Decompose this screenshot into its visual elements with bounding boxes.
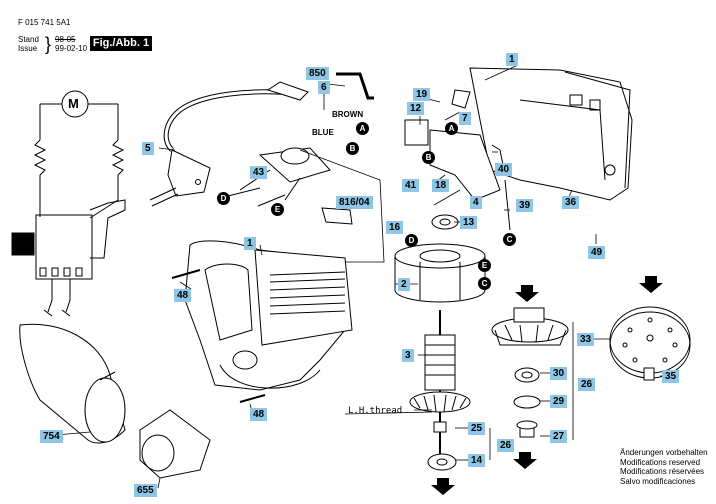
note-es: Salvo modificaciones (620, 476, 696, 486)
connector-d-stator: D (405, 234, 418, 247)
part-callout-754[interactable]: 754 (40, 430, 63, 443)
part-callout-5[interactable]: 5 (142, 142, 154, 155)
part-callout-19[interactable]: 19 (413, 88, 431, 101)
part-callout-36[interactable]: 36 (562, 196, 580, 209)
fan-assembly (491, 307, 569, 438)
part-callout-48-upper[interactable]: 48 (174, 289, 192, 302)
part-callout-4[interactable]: 4 (470, 196, 482, 209)
part-callout-39[interactable]: 39 (516, 199, 534, 212)
modification-notes: Änderungen vorbehalten Modifications res… (620, 448, 708, 486)
part-callout-18[interactable]: 18 (432, 179, 450, 192)
part-callout-25[interactable]: 25 (468, 422, 486, 435)
switch-trigger (89, 199, 126, 259)
stand-label: Stand (18, 35, 39, 44)
dust-adapter (139, 409, 211, 479)
part-callout-30[interactable]: 30 (550, 367, 568, 380)
field-coil-left (33, 139, 47, 176)
wire-brown-label: BROWN (332, 110, 364, 119)
part-callout-3[interactable]: 3 (402, 349, 414, 362)
left-hand-thread-note: L.H.thread (348, 406, 403, 416)
part-callout-1-top[interactable]: 1 (506, 53, 518, 66)
part-callout-14[interactable]: 14 (468, 454, 486, 467)
pad-screw (643, 367, 655, 381)
armature (409, 310, 471, 470)
fan-wheel (409, 391, 471, 413)
part-callout-26-bottom[interactable]: 26 (497, 439, 515, 452)
stator (394, 243, 486, 303)
capacitor (321, 207, 353, 225)
connector-b-switch: B (422, 151, 435, 164)
part-callout-26-right[interactable]: 26 (578, 378, 596, 391)
stand-value: 98-05 (55, 35, 76, 44)
part-callout-1-left[interactable]: 1 (244, 237, 256, 250)
connector-a-top: A (356, 122, 369, 135)
part-callout-33[interactable]: 33 (577, 333, 595, 346)
part-callout-16[interactable]: 16 (386, 221, 404, 234)
part-callout-27[interactable]: 27 (550, 430, 568, 443)
cord-clamp-assembly (227, 147, 385, 263)
wire-blue-label: BLUE (312, 128, 334, 137)
connector-e-stator: E (478, 259, 491, 272)
bearing-bottom (427, 453, 457, 471)
connector-d-cord: D (217, 192, 230, 205)
part-callout-6[interactable]: 6 (318, 81, 330, 94)
housing-left (184, 240, 353, 391)
part-callout-816-04[interactable]: 816/04 (336, 196, 373, 209)
sanding-pad (609, 306, 691, 379)
part-callout-48-lower[interactable]: 48 (250, 408, 268, 421)
part-callout-850[interactable]: 850 (306, 67, 329, 80)
wiring-schematic (11, 90, 126, 317)
power-cord (149, 81, 309, 207)
motor-letter: M (68, 96, 79, 111)
dust-bag (19, 323, 126, 444)
hex-key (336, 72, 374, 100)
note-de: Änderungen vorbehalten (620, 448, 708, 457)
note-en: Modifications reserved (620, 457, 701, 467)
part-callout-12[interactable]: 12 (407, 102, 425, 115)
part-callout-49[interactable]: 49 (588, 246, 606, 259)
issue-label: Issue (18, 44, 38, 53)
connector-b-top: B (346, 142, 359, 155)
part-callout-35[interactable]: 35 (662, 370, 680, 383)
issue-value: 99-02-10 (55, 44, 88, 53)
switch-assembly (404, 89, 511, 231)
note-fr: Modifications réservées (620, 467, 705, 476)
part-callout-29[interactable]: 29 (550, 395, 568, 408)
brace-symbol: } (45, 34, 52, 54)
part-callout-40[interactable]: 40 (495, 163, 513, 176)
direction-arrows (431, 276, 663, 495)
part-callout-2[interactable]: 2 (398, 278, 410, 291)
connector-e-cord: E (271, 203, 284, 216)
connector-c-switch: C (503, 233, 516, 246)
part-callout-7[interactable]: 7 (459, 112, 471, 125)
figure-label: Fig./Abb. 1 (90, 36, 152, 51)
connector-a-switch: A (445, 122, 458, 135)
doc-number: F 015 741 5A1 (18, 18, 71, 27)
field-coil-right (111, 139, 125, 176)
part-callout-13[interactable]: 13 (460, 216, 478, 229)
part-callout-655[interactable]: 655 (134, 484, 157, 497)
part-callout-41[interactable]: 41 (402, 179, 420, 192)
connector-c-stator: C (478, 277, 491, 290)
part-callout-43[interactable]: 43 (250, 166, 268, 179)
